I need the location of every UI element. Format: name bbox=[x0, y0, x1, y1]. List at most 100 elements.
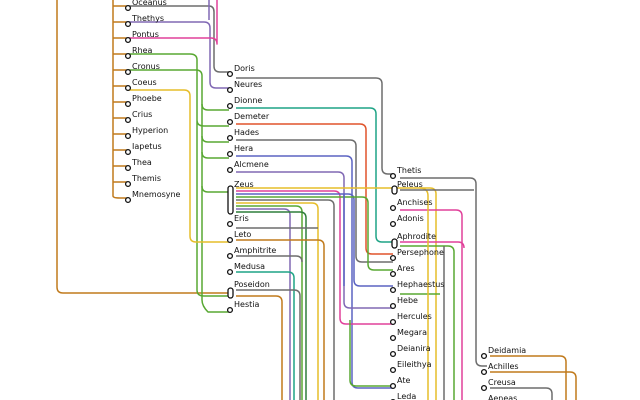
node-dot bbox=[124, 84, 132, 92]
node-label: Dionne bbox=[234, 96, 262, 105]
link-line bbox=[236, 77, 393, 175]
node-label: Iapetus bbox=[132, 142, 162, 151]
person-node-hyperion: Hyperion bbox=[124, 126, 168, 140]
node-label: Deianira bbox=[397, 344, 431, 353]
node-dot bbox=[389, 318, 397, 326]
node-dot bbox=[226, 306, 234, 314]
node-dot bbox=[226, 236, 234, 244]
aphrodite-capsule bbox=[391, 238, 398, 249]
link-line bbox=[236, 211, 307, 400]
node-label: Cronus bbox=[132, 62, 160, 71]
node-label: Ate bbox=[397, 376, 410, 385]
person-node-peleus: Peleus bbox=[397, 180, 423, 189]
node-dot bbox=[124, 132, 132, 140]
node-dot bbox=[124, 196, 132, 204]
link-line bbox=[236, 202, 319, 400]
node-label: Phoebe bbox=[132, 94, 162, 103]
link-line bbox=[400, 245, 455, 400]
person-node-anchises: Anchises bbox=[389, 198, 433, 212]
node-label: Aeneas bbox=[488, 394, 517, 400]
node-dot bbox=[389, 382, 397, 390]
node-dot bbox=[226, 252, 234, 260]
node-dot bbox=[480, 384, 488, 392]
person-node-hercules: Hercules bbox=[389, 312, 432, 326]
person-node-deianira: Deianira bbox=[389, 344, 431, 358]
node-dot bbox=[480, 368, 488, 376]
connection-lines bbox=[56, 0, 577, 400]
node-dot bbox=[124, 36, 132, 44]
link-line bbox=[236, 271, 295, 400]
person-node-deidamia: Deidamia bbox=[480, 346, 526, 360]
person-node-eris: Eris bbox=[226, 214, 249, 228]
link-line bbox=[236, 208, 291, 400]
node-label: Themis bbox=[131, 174, 161, 183]
node-label: Persephone bbox=[397, 248, 444, 257]
link-line bbox=[120, 5, 127, 183]
link-line bbox=[236, 295, 283, 400]
node-dot bbox=[124, 148, 132, 156]
node-label: Hades bbox=[234, 128, 259, 137]
node-label: Leto bbox=[234, 230, 251, 239]
node-dot bbox=[226, 220, 234, 228]
link-line bbox=[128, 53, 229, 297]
person-node-cronus: Cronus bbox=[124, 62, 160, 76]
person-node-hestia: Hestia bbox=[226, 300, 259, 314]
person-node-creusa: Creusa bbox=[480, 378, 516, 392]
person-node-hebe: Hebe bbox=[389, 296, 418, 310]
node-label: Pontus bbox=[132, 30, 159, 39]
link-line bbox=[236, 123, 393, 255]
link-line bbox=[400, 177, 487, 367]
node-label: Creusa bbox=[488, 378, 516, 387]
person-node-crius: Crius bbox=[124, 110, 152, 124]
node-label: Amphitrite bbox=[234, 246, 276, 255]
link-line bbox=[400, 209, 463, 400]
node-dot bbox=[226, 118, 234, 126]
person-node-themis: Themis bbox=[124, 174, 161, 188]
node-label: Eris bbox=[234, 214, 249, 223]
link-line bbox=[236, 196, 393, 271]
node-dot bbox=[226, 134, 234, 142]
node-dot bbox=[389, 334, 397, 342]
node-dot bbox=[389, 204, 397, 212]
node-label: Achilles bbox=[488, 362, 519, 371]
person-node-ares: Ares bbox=[389, 264, 415, 278]
person-node-alcmene: Alcmene bbox=[226, 160, 269, 174]
node-label: Hera bbox=[234, 144, 253, 153]
node-label: Doris bbox=[234, 64, 255, 73]
person-node-eileithya: Eileithya bbox=[389, 360, 432, 374]
node-label: Thea bbox=[131, 158, 152, 167]
node-label: Neures bbox=[234, 80, 262, 89]
node-label: Coeus bbox=[132, 78, 157, 87]
link-line bbox=[128, 89, 229, 243]
person-node-hera: Hera bbox=[226, 144, 253, 158]
node-label: Hebe bbox=[397, 296, 418, 305]
node-dot bbox=[389, 350, 397, 358]
node-label: Eileithya bbox=[397, 360, 432, 369]
node-dot bbox=[226, 102, 234, 110]
node-label: Thethys bbox=[131, 14, 164, 23]
person-node-thethys: Thethys bbox=[124, 14, 164, 28]
person-node-pontus: Pontus bbox=[124, 30, 159, 44]
node-label: Crius bbox=[132, 110, 152, 119]
link-line bbox=[236, 289, 301, 400]
node-label: Hyperion bbox=[132, 126, 168, 135]
node-dot bbox=[226, 86, 234, 94]
link-line bbox=[236, 255, 303, 263]
person-node-thetis: Thetis bbox=[389, 166, 421, 180]
node-dot bbox=[389, 366, 397, 374]
link-line bbox=[490, 387, 553, 400]
node-label: Poseidon bbox=[234, 280, 270, 289]
link-line bbox=[236, 193, 393, 287]
node-dot bbox=[124, 116, 132, 124]
person-node-doris: Doris bbox=[226, 64, 255, 78]
node-dot bbox=[389, 172, 397, 180]
person-node-megara: Megara bbox=[389, 328, 427, 342]
link-line bbox=[128, 21, 229, 89]
person-node-phoebe: Phoebe bbox=[124, 94, 162, 108]
person-node-ate: Ate bbox=[389, 376, 410, 390]
person-node-hephaestus: Hephaestus bbox=[389, 280, 444, 294]
node-label: Oceanus bbox=[132, 0, 167, 7]
peleus-capsule bbox=[391, 185, 398, 195]
node-dot bbox=[389, 220, 397, 228]
